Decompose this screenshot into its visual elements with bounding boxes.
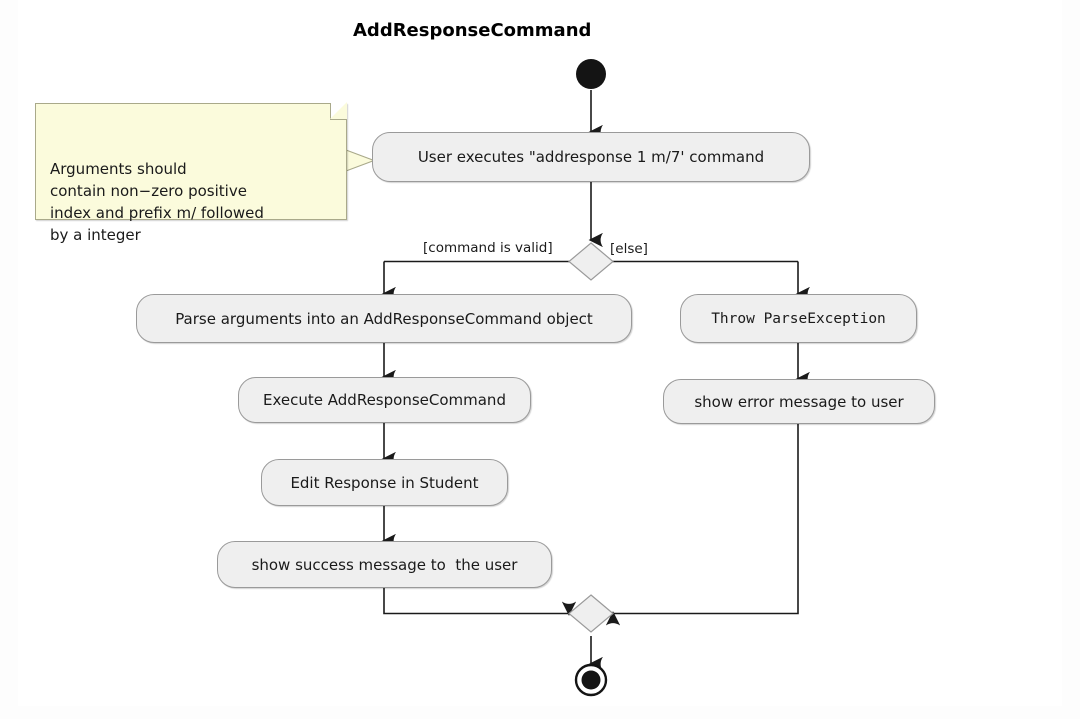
activity-show-success[interactable]: show success message to the user [217, 541, 552, 588]
note-text: Arguments should contain non−zero positi… [50, 160, 264, 244]
activity-parse-arguments[interactable]: Parse arguments into an AddResponseComma… [136, 294, 632, 343]
note-fold-corner [330, 102, 347, 120]
activity-show-error[interactable]: show error message to user [663, 379, 935, 424]
activity-throw-parse-exception[interactable]: Throw ParseException [680, 294, 917, 343]
activity-edit-response[interactable]: Edit Response in Student [261, 459, 508, 506]
arguments-note: Arguments should contain non−zero positi… [35, 102, 347, 244]
activity-user-executes[interactable]: User executes "addresponse 1 m/7' comman… [372, 132, 810, 182]
guard-label-else: [else] [610, 241, 648, 257]
activity-execute-command[interactable]: Execute AddResponseCommand [238, 377, 531, 423]
guard-label-command-is-valid: [command is valid] [423, 240, 553, 256]
diagram-title: AddResponseCommand [353, 20, 592, 41]
